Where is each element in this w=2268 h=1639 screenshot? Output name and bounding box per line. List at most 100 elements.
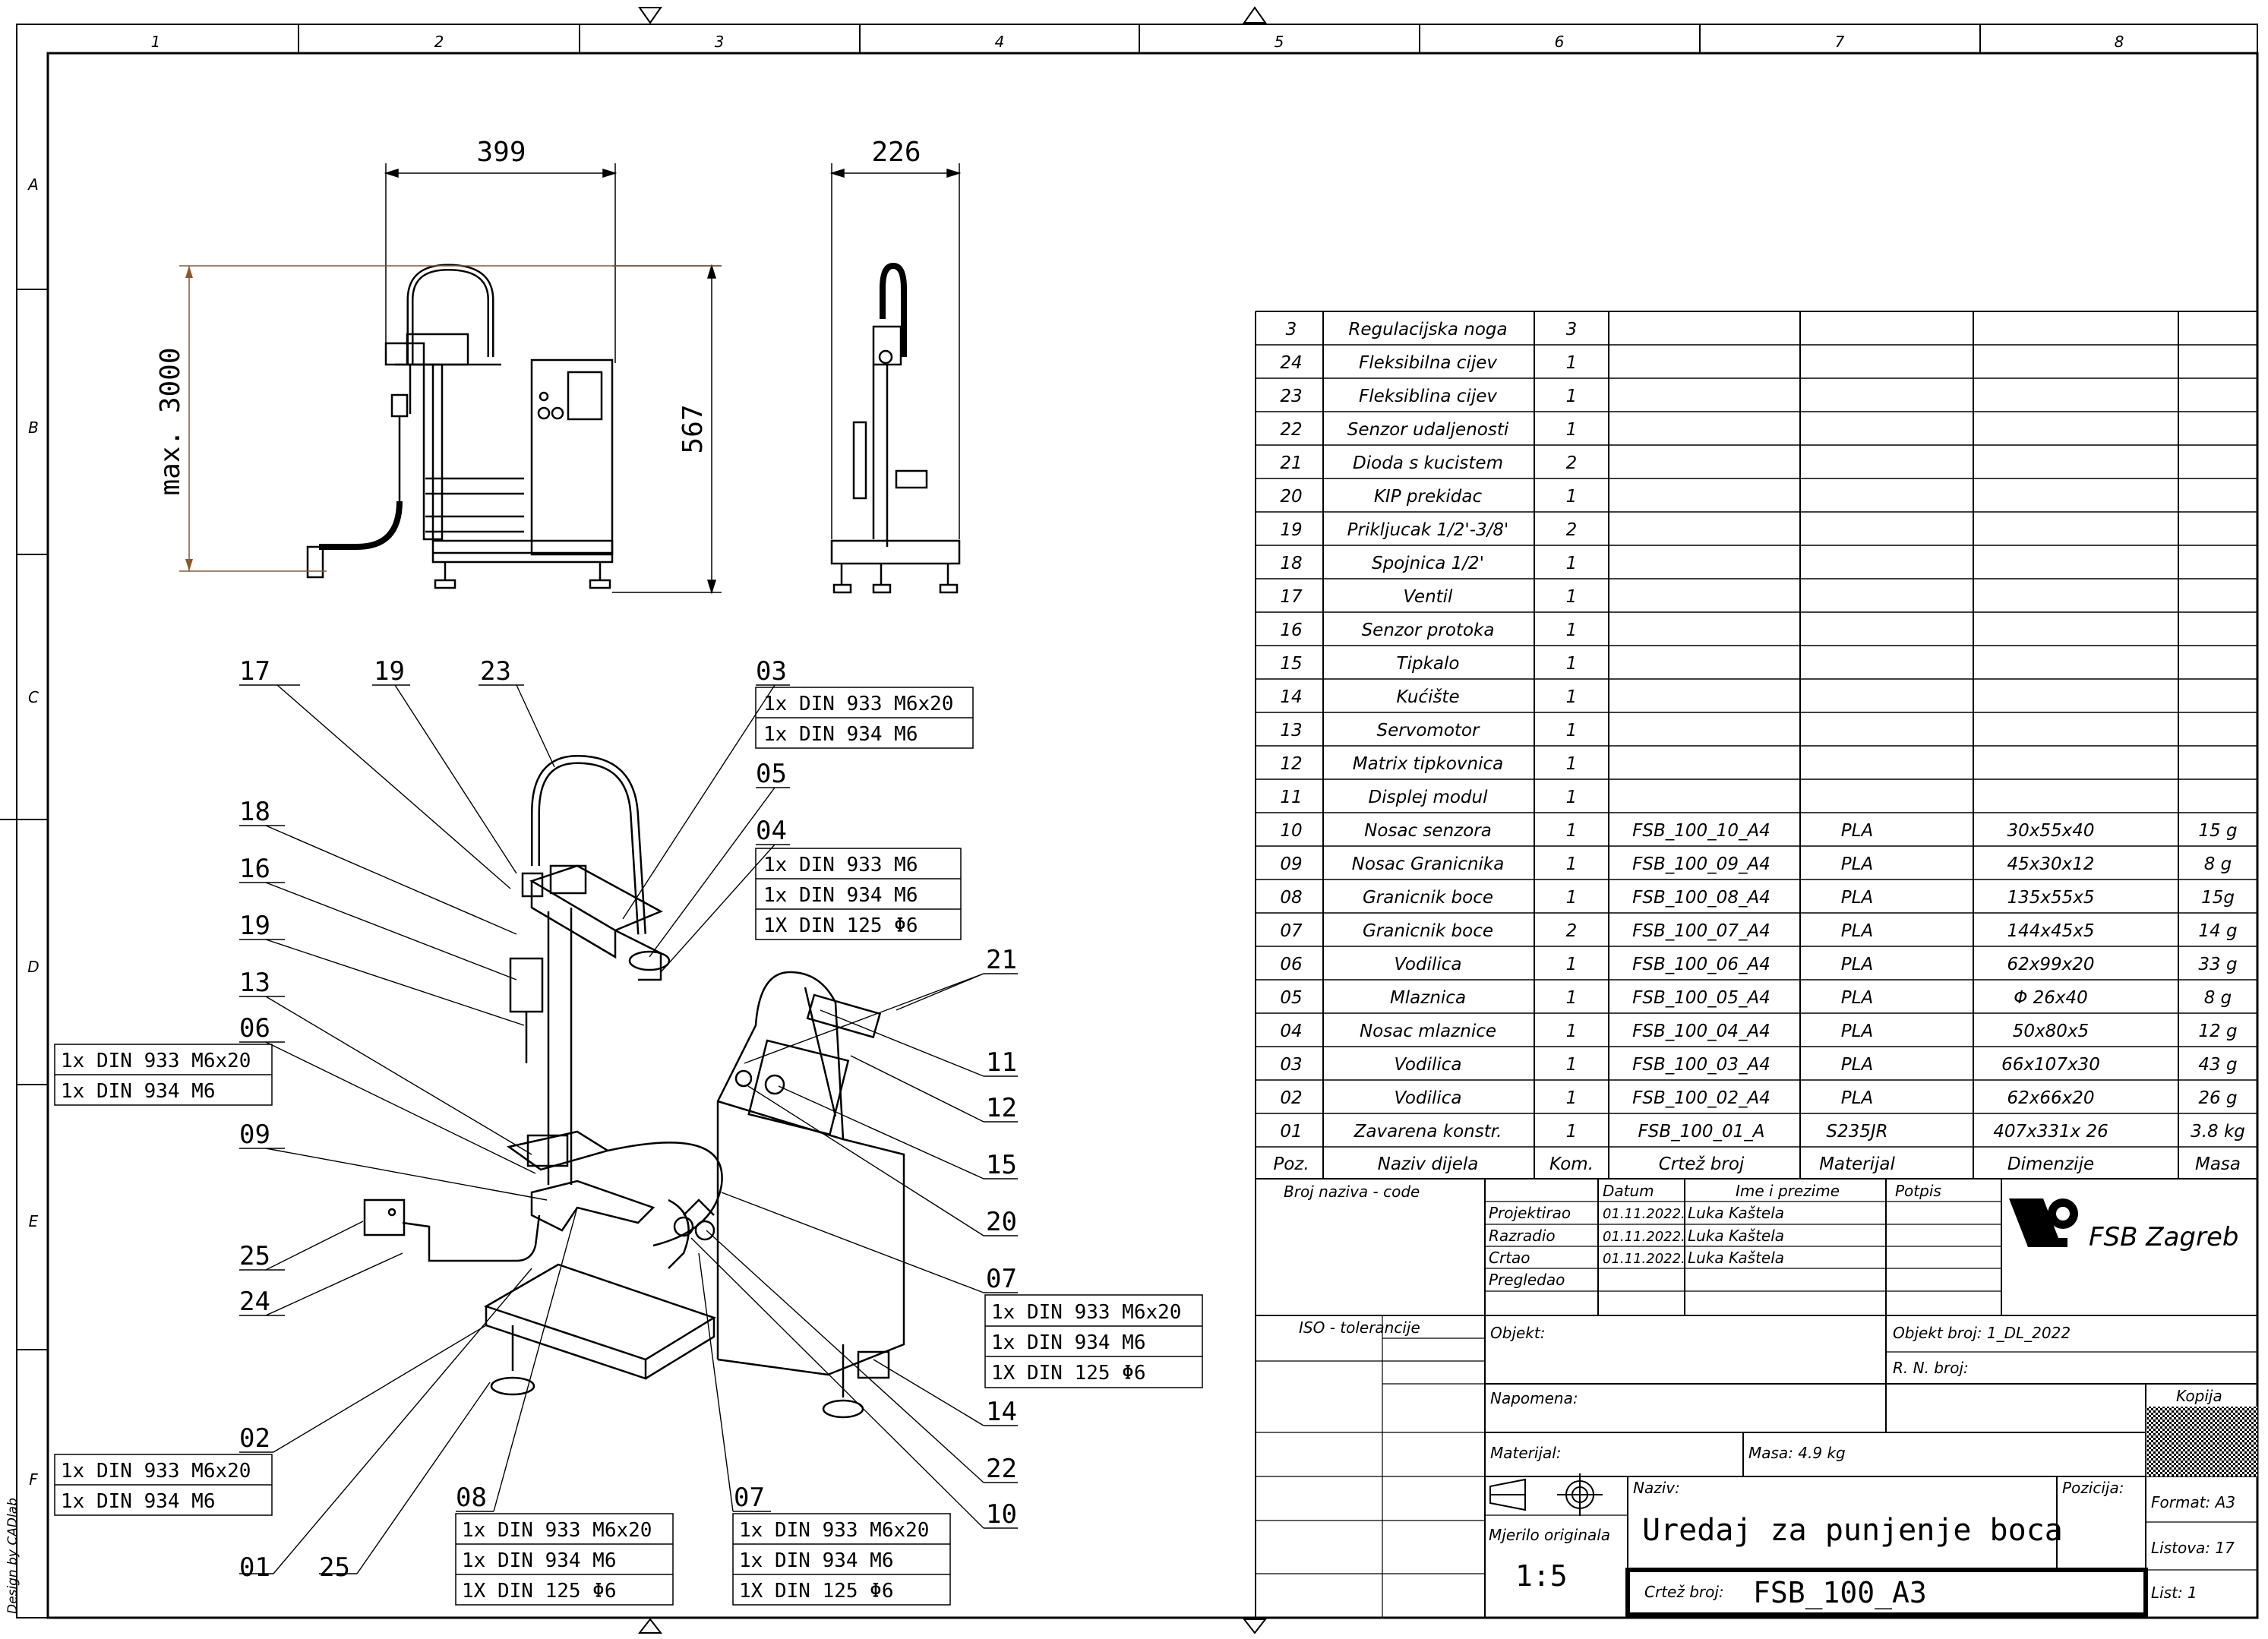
- fastener-line: 1x DIN 933 M6x20: [61, 1050, 251, 1072]
- role: Pregledao: [1489, 1271, 1565, 1289]
- mass-label: Masa: 4.9 kg: [1748, 1444, 1846, 1462]
- scale-label: Mjerilo originala: [1489, 1526, 1610, 1544]
- parts-cell: PLA: [1841, 1055, 1873, 1075]
- person-name: Luka Kaštela: [1688, 1204, 1784, 1222]
- parts-cell: 1: [1566, 988, 1578, 1008]
- objekt-number: Objekt broj: 1_DL_2022: [1893, 1324, 2071, 1342]
- zone-row-labels: A B C D E F: [27, 175, 39, 1489]
- parts-cell: PLA: [1841, 921, 1873, 941]
- parts-cell: FSB_100_09_A4: [1632, 854, 1770, 874]
- parts-cell: FSB_100_01_A: [1638, 1122, 1764, 1142]
- max-height-dimension: [179, 265, 722, 572]
- parts-cell: 1: [1566, 821, 1578, 841]
- fastener-line: 1x DIN 933 M6x20: [739, 1519, 929, 1542]
- front-view: [306, 264, 614, 589]
- balloon-number: 17: [239, 656, 270, 687]
- parts-cell: Prikljucak 1/2'-3/8': [1347, 520, 1509, 540]
- kopija-label: Kopija: [2176, 1387, 2222, 1405]
- parts-cell: Ventil: [1404, 587, 1454, 607]
- parts-cell: Displej modul: [1369, 788, 1489, 807]
- fastener-line: 1X DIN 125 Φ6: [739, 1580, 894, 1603]
- naziv-label: Naziv:: [1633, 1479, 1680, 1497]
- fastener-box: 1x DIN 933 M6x20 1x DIN 934 M6: [54, 1454, 273, 1516]
- date: 01.11.2022.: [1603, 1251, 1685, 1267]
- parts-cell: Crtež broj: [1659, 1154, 1745, 1174]
- col-label: 2: [434, 33, 444, 51]
- parts-cell: Senzor protoka: [1362, 621, 1495, 640]
- drawing-number-box: [1625, 1568, 2148, 1617]
- balloon-number: 22: [986, 1454, 1017, 1484]
- balloon-number: 06: [239, 1013, 270, 1044]
- date: 01.11.2022.: [1603, 1206, 1685, 1222]
- parts-cell: 18: [1280, 554, 1302, 573]
- parts-cell: FSB_100_08_A4: [1632, 888, 1770, 908]
- parts-cell: 13: [1280, 721, 1302, 741]
- col-label: 4: [995, 33, 1005, 51]
- parts-cell: 16: [1280, 621, 1302, 640]
- balloon-number: 24: [239, 1287, 270, 1317]
- parts-cell: Dioda s kucistem: [1353, 453, 1503, 473]
- title-block: [1255, 1178, 2258, 1618]
- fastener-box: 1x DIN 933 M6x20 1x DIN 934 M6 1X DIN 12…: [455, 1513, 674, 1606]
- height-dimension: 567: [678, 404, 709, 453]
- parts-cell: 1: [1566, 587, 1578, 607]
- parts-cell: Naziv dijela: [1378, 1154, 1479, 1174]
- col-datum: Datum: [1603, 1182, 1654, 1200]
- parts-cell: 02: [1280, 1088, 1302, 1108]
- parts-cell: 66x107x30: [2001, 1055, 2100, 1075]
- max-height-dimension-label: max. 3000: [155, 347, 186, 495]
- parts-cell: 1: [1566, 420, 1578, 440]
- parts-cell: 19: [1280, 520, 1302, 540]
- parts-cell: Fleksibilna cijev: [1359, 353, 1497, 373]
- iso-label: ISO - tolerancije: [1299, 1318, 1420, 1337]
- sheet-number: List: 1: [2151, 1584, 2197, 1602]
- parts-cell: 08: [1280, 888, 1302, 908]
- fastener-line: 1x DIN 934 M6: [763, 723, 918, 746]
- role: Projektirao: [1489, 1204, 1571, 1222]
- parts-cell: 14 g: [2198, 921, 2237, 941]
- fastener-line: 1x DIN 934 M6: [763, 884, 918, 907]
- parts-cell: 2: [1566, 921, 1578, 941]
- parts-cell: Vodilica: [1395, 1055, 1462, 1075]
- balloon-number: 01: [239, 1552, 270, 1583]
- balloon-number: 16: [239, 854, 270, 884]
- balloon-number: 25: [319, 1552, 350, 1583]
- drawing-number-label: Crtež broj:: [1644, 1583, 1724, 1601]
- fastener-line: 1X DIN 125 Φ6: [991, 1362, 1146, 1385]
- zone-col-dividers: [298, 24, 1981, 53]
- fastener-line: 1X DIN 125 Φ6: [462, 1580, 617, 1603]
- fastener-line: 1X DIN 125 Φ6: [763, 914, 918, 937]
- parts-cell: 12: [1280, 754, 1302, 774]
- zone-row-dividers: [0, 289, 48, 1350]
- fsb-logo-icon: [2009, 1198, 2078, 1247]
- parts-cell: 04: [1280, 1022, 1302, 1041]
- parts-cell: 11: [1280, 788, 1302, 807]
- parts-cell: Nosac Granicnika: [1352, 854, 1505, 874]
- parts-cell: Masa: [2195, 1154, 2241, 1174]
- parts-cell: 12 g: [2198, 1022, 2237, 1041]
- side-view: [830, 262, 961, 594]
- balloon-number: 25: [239, 1241, 270, 1271]
- person-name: Luka Kaštela: [1688, 1227, 1784, 1245]
- rn-number: R. N. broj:: [1893, 1359, 1969, 1377]
- code-label: Broj naziva - code: [1284, 1183, 1420, 1201]
- scale-value: 1:5: [1515, 1559, 1568, 1593]
- fastener-line: 1x DIN 933 M6x20: [462, 1519, 652, 1542]
- parts-cell: 62x66x20: [2007, 1088, 2094, 1108]
- person-name: Luka Kaštela: [1688, 1249, 1784, 1267]
- fastener-line: 1x DIN 933 M6x20: [61, 1460, 251, 1483]
- col-label: 5: [1275, 33, 1284, 51]
- parts-cell: 15 g: [2198, 821, 2237, 841]
- parts-cell: 1: [1566, 754, 1578, 774]
- parts-cell: 1: [1566, 955, 1578, 974]
- balloon-number: 02: [239, 1423, 270, 1454]
- parts-cell: 33 g: [2198, 955, 2237, 974]
- parts-cell: 8 g: [2204, 854, 2232, 874]
- parts-cell: 1: [1566, 854, 1578, 874]
- parts-cell: 135x55x5: [2007, 888, 2094, 908]
- parts-cell: PLA: [1841, 854, 1873, 874]
- fastener-box: 1x DIN 933 M6x20 1x DIN 934 M6: [755, 687, 974, 749]
- balloon-number: 08: [456, 1483, 487, 1513]
- parts-cell: Spojnica 1/2': [1372, 554, 1484, 573]
- fastener-line: 1x DIN 933 M6: [763, 854, 918, 876]
